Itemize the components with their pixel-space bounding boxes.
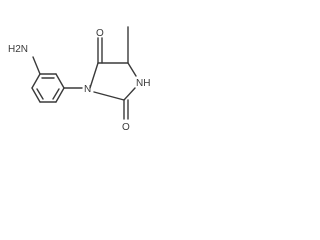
benzene-bond bbox=[55, 73, 65, 89]
ring-nitrogen-label: N bbox=[84, 84, 91, 95]
benzene-bond bbox=[55, 87, 65, 103]
benzene-bond bbox=[31, 73, 41, 89]
ring-bond bbox=[93, 91, 125, 101]
ring-bond bbox=[123, 87, 136, 101]
benzene-bond bbox=[31, 87, 41, 103]
ring-nh-label: NH bbox=[136, 78, 150, 89]
ring-bond bbox=[127, 62, 137, 77]
hydantoin-ring bbox=[89, 62, 137, 101]
ring-bond bbox=[89, 62, 99, 89]
benzene-inner-bond bbox=[52, 88, 60, 100]
chemical-structure: H2N O O N NH bbox=[8, 26, 150, 133]
benzene-inner-bond bbox=[36, 88, 44, 100]
amino-bond bbox=[32, 56, 41, 75]
benzene-ring bbox=[31, 73, 65, 103]
amino-group-label: H2N bbox=[8, 44, 28, 55]
carbonyl-oxygen-label: O bbox=[96, 28, 104, 39]
carbonyl-oxygen-label: O bbox=[122, 122, 130, 133]
